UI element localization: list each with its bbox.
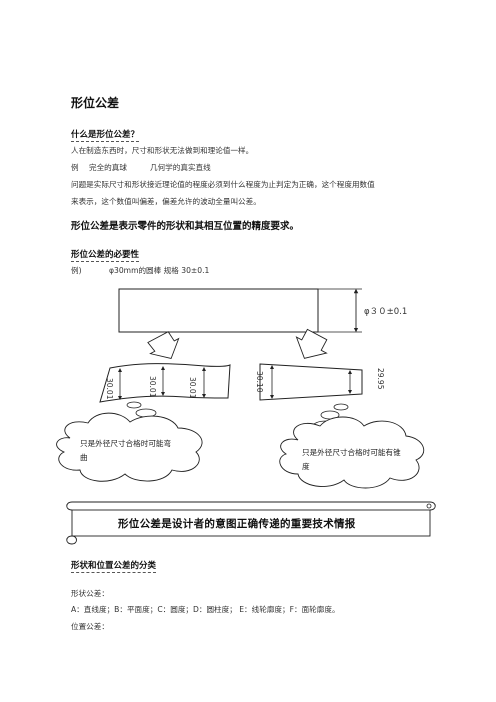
bent-rod-shape xyxy=(99,363,231,403)
banner-scroll xyxy=(66,501,436,545)
definition-statement: 形位公差是表示零件的形状和其相互位置的精度要求。 xyxy=(71,221,300,232)
paragraph-line-3: 问题是实际尺寸和形状接近理论值的程度必须到什么程度为止判定为正确，这个程度用数值 xyxy=(71,180,375,189)
diameter-dim-label: φ３０±0.1 xyxy=(364,307,408,317)
taper-dim-small: 29.95 xyxy=(376,368,385,390)
bent-dim-1: 30.01 xyxy=(105,378,114,400)
cloud-right-text: 只是外径尺寸合格时可能有锥度 xyxy=(302,448,401,471)
shape-tolerance-items: A：直线度；B：平面度；C：圆度；D：圆柱度； E：线轮廓度；F：面轮廓度。 xyxy=(71,605,340,614)
cloud-right-callout xyxy=(279,403,425,489)
section-heading-what-is: 什么是形位公差？ xyxy=(71,130,140,142)
cloud-left-text: 只是外径尺寸合格时可能弯曲 xyxy=(80,439,172,462)
banner-text: 形位公差是设计者的意图正确传递的重要技术情报 xyxy=(118,518,356,530)
shape-tolerance-label: 形状公差： xyxy=(71,589,109,598)
example-true-line: 几何学的真实直线 xyxy=(150,163,211,172)
cloud-left-callout xyxy=(56,401,203,482)
example-label: 例 xyxy=(71,163,79,172)
example2-label: 例) xyxy=(71,266,82,275)
round-rod-rect xyxy=(118,288,319,333)
right-down-arrow-icon xyxy=(295,328,328,359)
example2-spec: φ30mm的圆棒 规格 30±0.1 xyxy=(109,266,210,275)
taper-dim-large: 30.10 xyxy=(255,371,264,393)
left-down-arrow-icon xyxy=(147,331,180,360)
section-heading-necessity: 形位公差的必要性 xyxy=(71,250,140,262)
tapered-rod-shape xyxy=(259,363,363,401)
bent-dim-3: 30.01 xyxy=(188,377,197,399)
paragraph-line-1: 人在制造东西时，尺寸和形状无法做到和理论值一样。 xyxy=(71,146,254,155)
position-tolerance-label: 位置公差： xyxy=(71,622,109,631)
section-heading-classification: 形状和位置公差的分类 xyxy=(71,561,157,573)
bent-dim-2: 30.01 xyxy=(148,376,157,398)
example-true-sphere: 完全的真球 xyxy=(89,163,127,172)
page-title: 形位公差 xyxy=(71,96,120,110)
paragraph-line-4: 来表示，这个数值叫偏差，偏差允许的波动全量叫公差。 xyxy=(71,197,261,206)
